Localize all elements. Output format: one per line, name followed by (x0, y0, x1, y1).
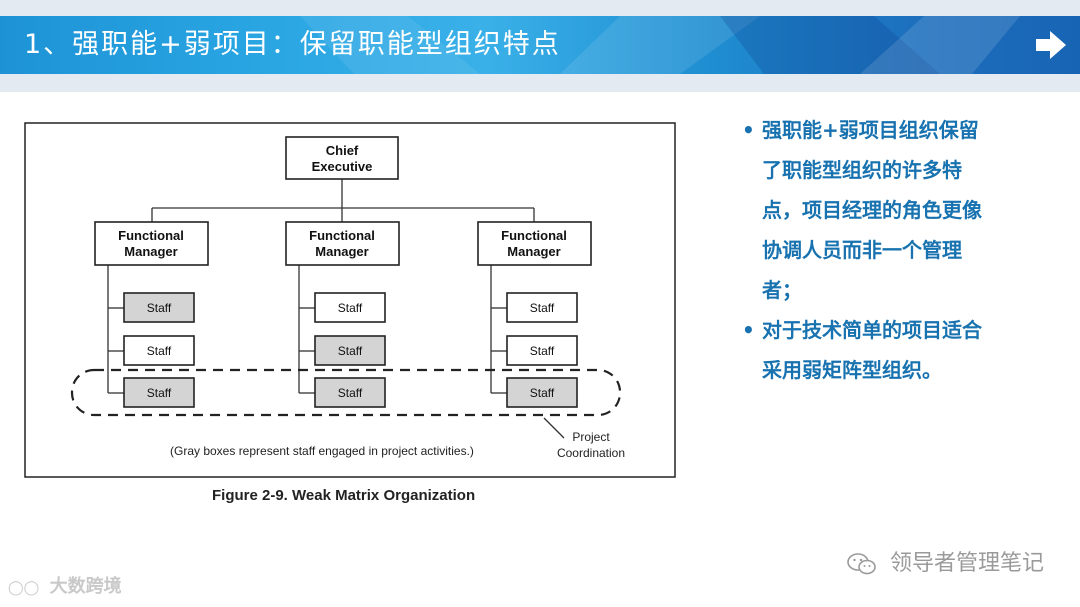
chief-line-1: Chief (326, 143, 359, 158)
staff-box: Staff (506, 335, 578, 366)
project-coordination-label-2: Coordination (557, 446, 625, 460)
brand-watermark: ◯◯ 大数跨境 (8, 572, 122, 598)
staff-boxes: StaffStaffStaffStaffStaffStaffStaffStaff… (123, 292, 578, 408)
staff-box: Staff (123, 335, 195, 366)
bullet-item-2: • 对于技术简单的项目适合采用弱矩阵型组织。 (738, 310, 998, 390)
staff-box: Staff (506, 292, 578, 323)
header-area: 1、强职能+弱项目：保留职能型组织特点 (0, 0, 1080, 92)
page-title: 1、强职能+弱项目：保留职能型组织特点 (24, 29, 561, 60)
staff-box: Staff (123, 292, 195, 323)
staff-label: Staff (147, 386, 172, 400)
staff-label: Staff (338, 344, 363, 358)
bullet-text-1: 强职能+弱项目组织保留了职能型组织的许多特点，项目经理的角色更像协调人员而非一个… (762, 118, 982, 302)
brand-logo-icon: ◯◯ (8, 580, 40, 596)
svg-text:Functional: Functional (309, 228, 375, 243)
staff-box: Staff (314, 335, 386, 366)
figure-caption: Figure 2-9. Weak Matrix Organization (212, 487, 476, 504)
staff-label: Staff (147, 344, 172, 358)
functional-manager-box-2: Functional Manager (285, 221, 400, 266)
staff-label: Staff (338, 301, 363, 315)
staff-label: Staff (530, 301, 555, 315)
project-coordination-ellipse (70, 368, 622, 417)
bullet-dot: • (742, 118, 755, 142)
gray-boxes-note: (Gray boxes represent staff engaged in p… (170, 444, 474, 458)
bullet-list: • 强职能+弱项目组织保留了职能型组织的许多特点，项目经理的角色更像协调人员而非… (738, 110, 998, 390)
org-chart-diagram: Chief Executive Functional Manager Funct… (24, 122, 676, 478)
functional-manager-box-3: Functional Manager (477, 221, 592, 266)
svg-text:Functional: Functional (118, 228, 184, 243)
staff-box: Staff (123, 377, 195, 408)
functional-manager-box-1: Functional Manager (94, 221, 209, 266)
staff-label: Staff (338, 386, 363, 400)
staff-box: Staff (314, 377, 386, 408)
svg-text:Manager: Manager (315, 244, 368, 259)
staff-box: Staff (506, 377, 578, 408)
wechat-icon (847, 553, 876, 575)
staff-label: Staff (530, 344, 555, 358)
svg-text:Manager: Manager (124, 244, 177, 259)
arrow-right-icon[interactable] (1034, 29, 1068, 61)
staff-box: Staff (314, 292, 386, 323)
connector-lines (107, 179, 565, 439)
chief-line-2: Executive (312, 159, 373, 174)
chief-executive-box: Chief Executive (285, 136, 399, 180)
staff-label: Staff (530, 386, 555, 400)
brand-watermark-text: 大数跨境 (49, 576, 122, 597)
svg-text:Functional: Functional (501, 228, 567, 243)
title-banner (0, 16, 1080, 74)
svg-text:Manager: Manager (507, 244, 560, 259)
project-coordination-label-1: Project (572, 430, 610, 444)
wechat-watermark-text: 领导者管理笔记 (889, 551, 1044, 576)
wechat-watermark: 领导者管理笔记 (847, 545, 1044, 577)
bullet-dot: • (742, 318, 755, 342)
bullet-item-1: • 强职能+弱项目组织保留了职能型组织的许多特点，项目经理的角色更像协调人员而非… (738, 110, 998, 310)
staff-label: Staff (147, 301, 172, 315)
bullet-text-2: 对于技术简单的项目适合采用弱矩阵型组织。 (762, 318, 982, 382)
